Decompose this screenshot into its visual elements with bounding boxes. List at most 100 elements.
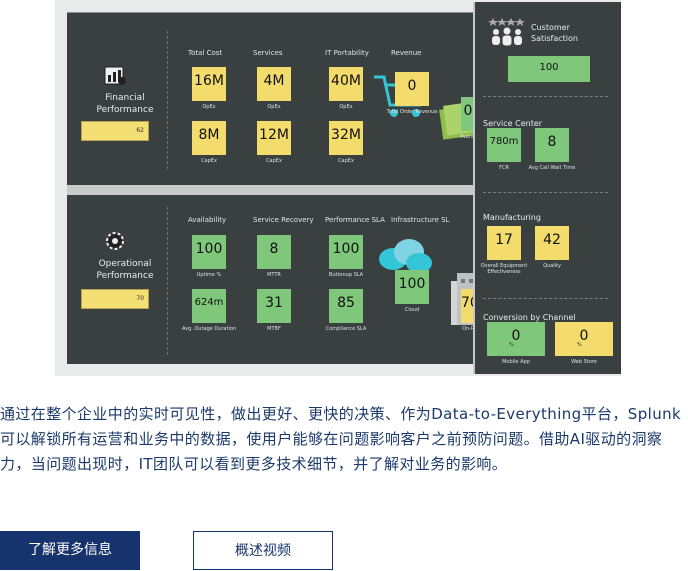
financial-meter-value: 62 [136, 127, 144, 134]
metric-value: 12M [259, 127, 289, 143]
column-label: Revenue [391, 49, 422, 57]
metric-tile: 0 [461, 97, 475, 131]
metric-value: 100 [195, 241, 223, 257]
metric-tile: 0 [395, 72, 429, 106]
metric-tile: 12M [257, 121, 291, 155]
metric-caption: Quality [543, 263, 561, 269]
metric-value: 8M [198, 127, 220, 143]
metric-value: 4M [263, 73, 285, 89]
metric-value: 42 [543, 232, 561, 248]
metric-caption: Buttonup SLA [328, 272, 364, 278]
column-label: Services [253, 49, 283, 57]
section-divider [67, 185, 609, 195]
metric-caption: Uptime % [196, 272, 222, 278]
metric-caption: Overall Equipment Effectiveness [480, 263, 528, 275]
metric-tile: 31 [257, 289, 291, 323]
metric-tile: 8 [257, 235, 291, 269]
customer-satisfaction-tile: 100 [508, 56, 590, 82]
metric-value: 8 [547, 134, 557, 150]
column-label: Total Cost [188, 49, 223, 57]
metric-value: 100 [332, 241, 360, 257]
customer-satisfaction-value: 100 [539, 62, 559, 73]
metric-caption: MTTR [267, 272, 281, 278]
metric-tile: 0% [487, 322, 545, 356]
metric-value: 624m [194, 297, 224, 308]
description-text: 通过在整个企业中的实时可见性，做出更好、更快的决策、作为Data-to-Ever… [0, 405, 682, 473]
customer-satisfaction-title: Customer Satisfaction [531, 23, 578, 43]
metric-tile: 16M [192, 67, 226, 101]
column-label: Service Recovery [253, 216, 314, 224]
financial-meter: 62 [81, 121, 149, 141]
metric-tile: 8 [535, 128, 569, 162]
metric-tile: 40M [329, 67, 363, 101]
percent-label: % [577, 342, 582, 348]
divider [167, 31, 168, 169]
metric-caption: OpEx [267, 104, 281, 110]
metric-caption: Web Store [571, 359, 597, 365]
dashboard-screenshot: Financial Performance 62 Operational Per… [55, 0, 621, 376]
metric-tile: 70 [461, 289, 475, 323]
cloud-icon [379, 239, 432, 273]
metric-value: 85 [337, 295, 355, 311]
metric-caption: Total Order Revenue [386, 109, 438, 115]
operational-meter-value: 70 [136, 295, 144, 302]
divider [483, 96, 608, 97]
metric-tile: 42 [535, 226, 569, 260]
metric-caption: CapEx [201, 158, 217, 164]
divider [167, 207, 168, 355]
metric-value: 31 [265, 295, 283, 311]
metric-caption: CapEx [338, 158, 354, 164]
metric-value: 17 [495, 232, 513, 248]
operational-title: Operational Performance [96, 259, 154, 281]
financial-title: Financial Performance [96, 93, 154, 115]
customers-group-icon [488, 18, 525, 46]
divider [483, 298, 608, 299]
metric-tile: 624m [192, 289, 226, 323]
metric-tile: 32M [329, 121, 363, 155]
column-label: IT Portability [325, 49, 369, 57]
column-label: Availability [188, 216, 227, 224]
metric-caption: OpEx [202, 104, 216, 110]
metric-caption: FCR [499, 165, 509, 171]
metric-tile: 100 [395, 270, 429, 304]
metric-caption: OpEx [339, 104, 353, 110]
percent-label: % [509, 342, 514, 348]
metric-value: 0 [511, 328, 521, 344]
metric-caption: Compliance SLA [325, 326, 367, 332]
metric-value: 0 [407, 78, 417, 94]
divider [483, 192, 608, 193]
metric-tile: 780m [487, 128, 521, 162]
metric-tile: 100 [329, 235, 363, 269]
manufacturing-title: Manufacturing [483, 213, 541, 222]
metric-value: 0 [579, 328, 589, 344]
metric-value: 70 [461, 295, 475, 311]
metric-value: 0 [463, 103, 473, 119]
metric-tile: 8M [192, 121, 226, 155]
metric-value: 780m [489, 136, 519, 147]
metric-value: 16M [194, 73, 224, 89]
finance-icon [104, 66, 126, 85]
metric-tile: 17 [487, 226, 521, 260]
metric-caption: Mobile App [502, 359, 530, 365]
conversion-title: Conversion by Channel [483, 313, 576, 322]
metric-tile: 85 [329, 289, 363, 323]
metric-value: 40M [331, 73, 361, 89]
right-panel: Customer Satisfaction 100 Service Center… [473, 2, 621, 374]
metric-caption: Cloud [404, 307, 420, 313]
operational-meter: 70 [81, 289, 149, 309]
metric-caption: Avg. Outage Duration [181, 326, 237, 332]
metric-value: 100 [398, 276, 426, 292]
service-center-title: Service Center [483, 119, 543, 128]
metric-caption: MTBF [267, 326, 281, 332]
column-label: Performance SLA [325, 216, 385, 224]
metric-tile: 0% [555, 322, 613, 356]
operations-gear-icon [106, 232, 124, 250]
metric-tile: 100 [192, 235, 226, 269]
overview-video-button[interactable]: 概述视频 [193, 531, 333, 570]
metric-caption: CapEx [266, 158, 282, 164]
metric-caption: Avg Call Wait Time [528, 165, 576, 171]
metric-value: 32M [331, 127, 361, 143]
learn-more-button[interactable]: 了解更多信息 [0, 531, 140, 570]
metric-tile: 4M [257, 67, 291, 101]
metric-value: 8 [269, 241, 279, 257]
